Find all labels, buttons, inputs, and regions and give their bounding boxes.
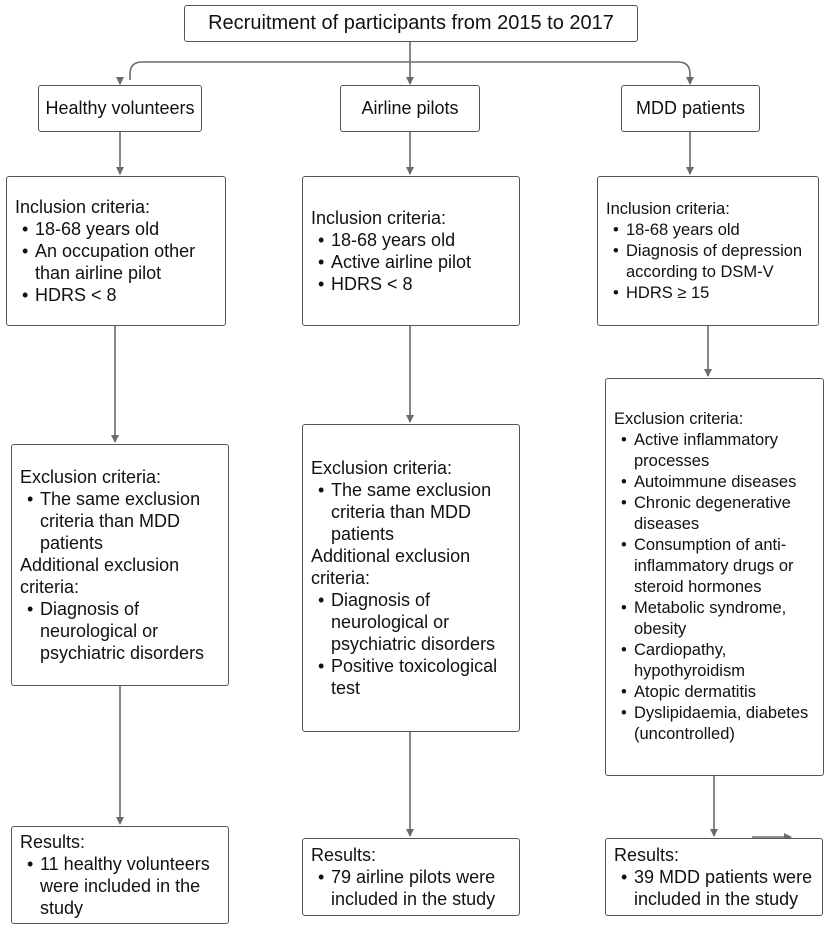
- results-heading: Results:: [311, 845, 377, 865]
- criterion-item: The same exclusion criteria than MDD pat…: [20, 488, 220, 554]
- criterion-item: Cardiopathy, hypothyroidism: [614, 640, 815, 682]
- criterion-item: Atopic dermatitis: [614, 682, 815, 703]
- recruitment-title: Recruitment of participants from 2015 to…: [208, 12, 614, 34]
- criterion-item: Diagnosis of depression according to DSM…: [606, 241, 810, 283]
- results-box-pilots: Results: 79 airline pilots were included…: [302, 838, 520, 916]
- criterion-item: Dyslipidaemia, diabetes (uncontrolled): [614, 703, 815, 745]
- exclusion-box-healthy: Exclusion criteria: The same exclusion c…: [11, 444, 229, 686]
- criterion-item: HDRS ≥ 15: [606, 283, 810, 304]
- inclusion-box-pilots: Inclusion criteria: 18-68 years old Acti…: [302, 176, 520, 326]
- inclusion-box-healthy: Inclusion criteria: 18-68 years old An o…: [6, 176, 226, 326]
- inclusion-heading: Inclusion criteria:: [15, 197, 151, 217]
- additional-exclusion-heading: Additional exclusion criteria:: [20, 555, 180, 597]
- criterion-item: Consumption of anti-inflammatory drugs o…: [614, 535, 815, 598]
- results-box-healthy: Results: 11 healthy volunteers were incl…: [11, 826, 229, 924]
- exclusion-heading: Exclusion criteria:: [311, 458, 453, 478]
- group-label: Healthy volunteers: [45, 98, 195, 118]
- criterion-item: An occupation other than airline pilot: [15, 240, 217, 284]
- additional-exclusion-heading: Additional exclusion criteria:: [311, 546, 471, 588]
- inclusion-box-mdd: Inclusion criteria: 18-68 years old Diag…: [597, 176, 819, 326]
- criterion-item: 18-68 years old: [15, 218, 217, 240]
- criterion-item: Positive toxicological test: [311, 655, 511, 699]
- group-label: Airline pilots: [361, 98, 459, 118]
- criterion-item: The same exclusion criteria than MDD pat…: [311, 479, 511, 545]
- criterion-item: Autoimmune diseases: [614, 472, 815, 493]
- criterion-item: Active airline pilot: [311, 251, 511, 273]
- criterion-item: HDRS < 8: [311, 273, 511, 295]
- exclusion-heading: Exclusion criteria:: [20, 467, 162, 487]
- criterion-item: Active inflammatory processes: [614, 430, 815, 472]
- exclusion-heading: Exclusion criteria:: [614, 410, 744, 428]
- exclusion-box-pilots: Exclusion criteria: The same exclusion c…: [302, 424, 520, 732]
- criterion-item: Diagnosis of neurological or psychiatric…: [311, 589, 511, 655]
- criterion-item: Chronic degenerative diseases: [614, 493, 815, 535]
- result-item: 39 MDD patients were included in the stu…: [614, 866, 814, 910]
- results-heading: Results:: [20, 832, 86, 852]
- criterion-item: Diagnosis of neurological or psychiatric…: [20, 598, 220, 664]
- results-box-mdd: Results: 39 MDD patients were included i…: [605, 838, 823, 916]
- inclusion-heading: Inclusion criteria:: [606, 199, 730, 218]
- group-box-healthy-volunteers: Healthy volunteers: [38, 85, 202, 132]
- recruitment-title-box: Recruitment of participants from 2015 to…: [184, 5, 638, 42]
- criterion-item: 18-68 years old: [606, 220, 810, 241]
- result-item: 11 healthy volunteers were included in t…: [20, 853, 220, 919]
- result-item: 79 airline pilots were included in the s…: [311, 866, 511, 910]
- criterion-item: 18-68 years old: [311, 229, 511, 251]
- exclusion-box-mdd: Exclusion criteria: Active inflammatory …: [605, 378, 824, 776]
- group-label: MDD patients: [635, 98, 746, 118]
- criterion-item: HDRS < 8: [15, 284, 217, 306]
- criterion-item: Metabolic syndrome, obesity: [614, 598, 815, 640]
- group-box-airline-pilots: Airline pilots: [340, 85, 480, 132]
- group-box-mdd-patients: MDD patients: [621, 85, 760, 132]
- results-heading: Results:: [614, 845, 680, 865]
- inclusion-heading: Inclusion criteria:: [311, 208, 447, 228]
